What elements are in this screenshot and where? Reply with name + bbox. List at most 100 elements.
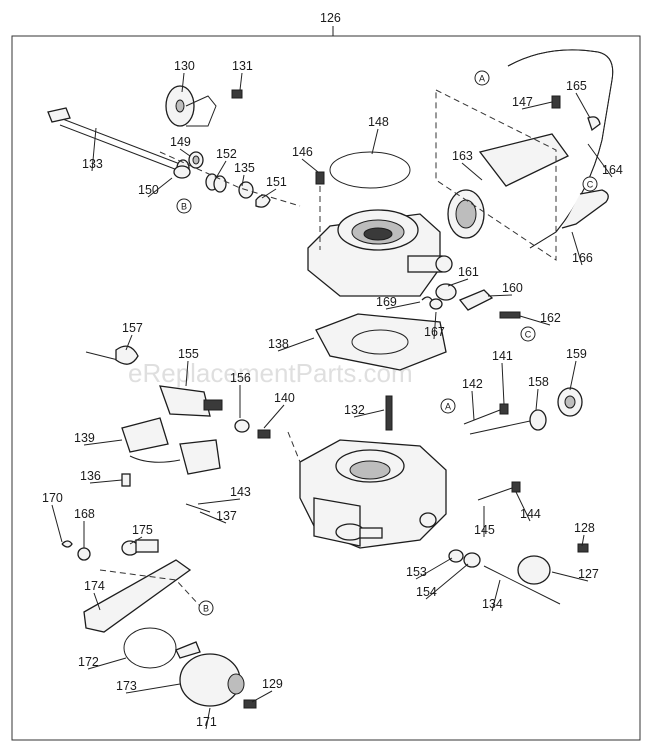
connector-label: A <box>445 402 451 412</box>
leader-174 <box>93 592 101 611</box>
leader-146 <box>301 158 319 173</box>
callout-172[interactable]: 172 <box>78 655 99 669</box>
callout-156[interactable]: 156 <box>230 371 251 385</box>
leader-139 <box>83 439 123 446</box>
callout-175[interactable]: 175 <box>132 523 153 537</box>
callout-127[interactable]: 127 <box>578 567 599 581</box>
callout-131[interactable]: 131 <box>232 59 253 73</box>
callout-157[interactable]: 157 <box>122 321 143 335</box>
leader-134 <box>491 579 501 612</box>
callout-166[interactable]: 166 <box>572 251 593 265</box>
leader-163 <box>461 162 483 181</box>
leader-154 <box>425 563 469 600</box>
callout-173[interactable]: 173 <box>116 679 137 693</box>
leader-164 <box>587 143 613 178</box>
callout-137[interactable]: 137 <box>216 509 237 523</box>
leader-151 <box>261 188 277 199</box>
leader-127 <box>551 571 589 582</box>
leader-144 <box>515 491 531 522</box>
leader-167 <box>433 311 437 340</box>
callout-138[interactable]: 138 <box>268 337 289 351</box>
callout-150[interactable]: 150 <box>138 183 159 197</box>
connector-b-marker[interactable]: B <box>176 198 192 214</box>
leader-161 <box>447 278 469 287</box>
callout-146[interactable]: 146 <box>292 145 313 159</box>
callout-153[interactable]: 153 <box>406 565 427 579</box>
leader-135 <box>241 174 245 187</box>
callout-167[interactable]: 167 <box>424 325 445 339</box>
callout-152[interactable]: 152 <box>216 147 237 161</box>
callout-140[interactable]: 140 <box>274 391 295 405</box>
callout-155[interactable]: 155 <box>178 347 199 361</box>
gasket-138 <box>315 313 447 371</box>
leader-160 <box>487 294 513 297</box>
connector-circle-icon <box>520 326 536 342</box>
leader-173 <box>125 683 181 694</box>
leader-166 <box>571 231 583 266</box>
callout-165[interactable]: 165 <box>566 79 587 93</box>
leader-137 <box>199 511 227 524</box>
leader-158 <box>535 388 539 411</box>
callout-164[interactable]: 164 <box>602 163 623 177</box>
callout-158[interactable]: 158 <box>528 375 549 389</box>
callout-168[interactable]: 168 <box>74 507 95 521</box>
leader-172 <box>87 657 127 670</box>
connector-b-marker[interactable]: B <box>198 600 214 616</box>
leader-131 <box>239 72 243 91</box>
callout-154[interactable]: 154 <box>416 585 437 599</box>
connector-label: B <box>181 202 187 212</box>
connector-label: C <box>587 180 594 190</box>
callout-163[interactable]: 163 <box>452 149 473 163</box>
callout-135[interactable]: 135 <box>234 161 255 175</box>
leader-150 <box>147 177 173 198</box>
callout-162[interactable]: 162 <box>540 311 561 325</box>
leader-143 <box>197 498 241 505</box>
leader-132 <box>353 409 385 418</box>
callout-142[interactable]: 142 <box>462 377 483 391</box>
callout-151[interactable]: 151 <box>266 175 287 189</box>
leader-175 <box>129 536 143 545</box>
leader-130 <box>181 72 185 93</box>
callout-144[interactable]: 144 <box>520 507 541 521</box>
callout-133[interactable]: 133 <box>82 157 103 171</box>
callout-160[interactable]: 160 <box>502 281 523 295</box>
callout-128[interactable]: 128 <box>574 521 595 535</box>
callout-132[interactable]: 132 <box>344 403 365 417</box>
leader-149 <box>179 148 191 157</box>
connector-c-marker[interactable]: C <box>582 176 598 192</box>
callout-149[interactable]: 149 <box>170 135 191 149</box>
callout-161[interactable]: 161 <box>458 265 479 279</box>
callout-145[interactable]: 145 <box>474 523 495 537</box>
leader-133 <box>91 127 97 172</box>
callout-169[interactable]: 169 <box>376 295 397 309</box>
leader-140 <box>263 404 285 429</box>
callout-139[interactable]: 139 <box>74 431 95 445</box>
leader-162 <box>519 315 551 326</box>
callout-171[interactable]: 171 <box>196 715 217 729</box>
leader-147 <box>521 101 553 110</box>
leader-169 <box>385 301 421 310</box>
connector-circle-icon <box>474 70 490 86</box>
right-screws-group <box>448 387 589 605</box>
callout-147[interactable]: 147 <box>512 95 533 109</box>
callout-159[interactable]: 159 <box>566 347 587 361</box>
connector-a-marker[interactable]: A <box>440 398 456 414</box>
leader-171 <box>205 707 211 730</box>
callout-174[interactable]: 174 <box>84 579 105 593</box>
connector-a-marker[interactable]: A <box>474 70 490 86</box>
callout-136[interactable]: 136 <box>80 469 101 483</box>
callout-130[interactable]: 130 <box>174 59 195 73</box>
callout-170[interactable]: 170 <box>42 491 63 505</box>
linkage-group <box>421 283 521 319</box>
callout-148[interactable]: 148 <box>368 115 389 129</box>
choke-motor-group <box>61 539 257 709</box>
connector-c-marker[interactable]: C <box>520 326 536 342</box>
callout-134[interactable]: 134 <box>482 597 503 611</box>
callout-129[interactable]: 129 <box>262 677 283 691</box>
callout-141[interactable]: 141 <box>492 349 513 363</box>
callout-143[interactable]: 143 <box>230 485 251 499</box>
leader-141 <box>501 362 505 405</box>
leader-152 <box>215 160 227 179</box>
callout-126[interactable]: 126 <box>320 11 341 25</box>
